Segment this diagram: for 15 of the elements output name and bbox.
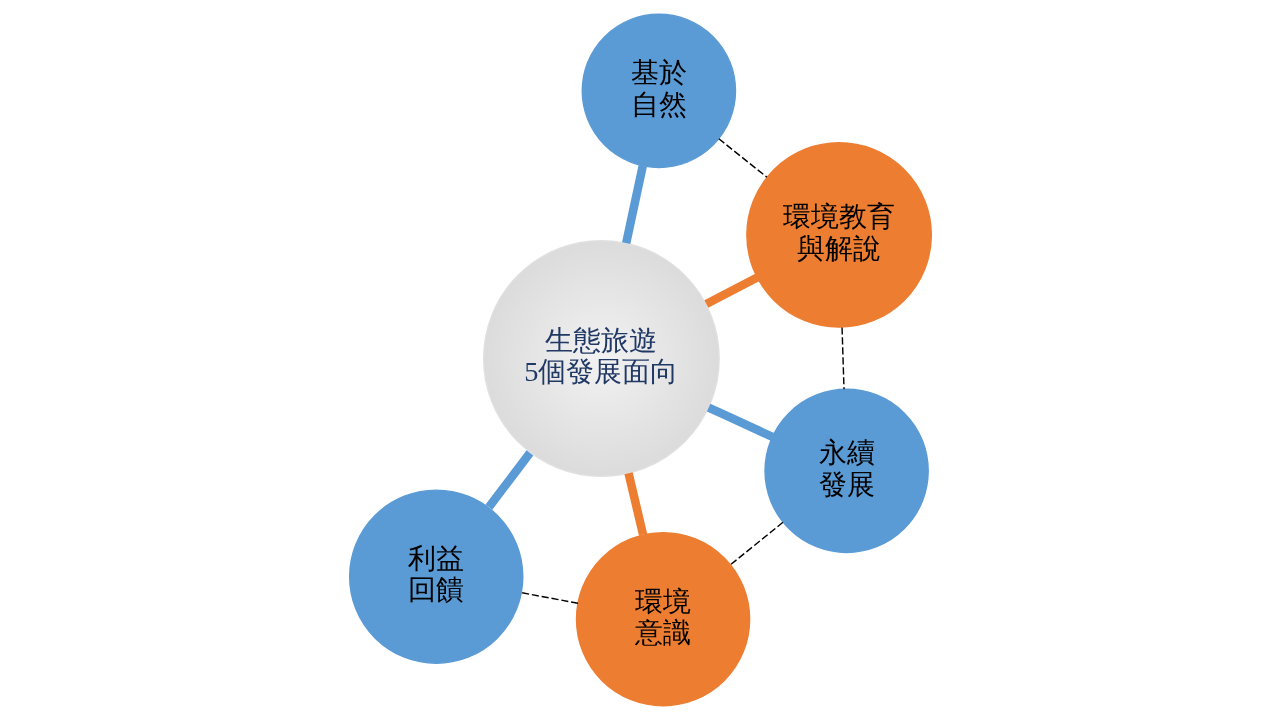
connector	[621, 164, 647, 244]
node-circle: 生態旅遊5個發展面向	[482, 240, 720, 477]
connector	[520, 592, 579, 604]
connector	[485, 450, 533, 510]
node-circle: 基於自然	[581, 13, 736, 169]
connector	[623, 472, 647, 536]
connector	[729, 521, 784, 566]
connector	[840, 326, 845, 390]
connector	[717, 138, 768, 178]
node-circle: 環境意識	[575, 531, 750, 707]
node-circle: 利益回饋	[348, 489, 523, 664]
connector	[706, 403, 774, 441]
node-circle: 環境教育與解說	[745, 142, 932, 328]
node-circle: 永續發展	[763, 388, 929, 554]
connector	[703, 273, 759, 308]
